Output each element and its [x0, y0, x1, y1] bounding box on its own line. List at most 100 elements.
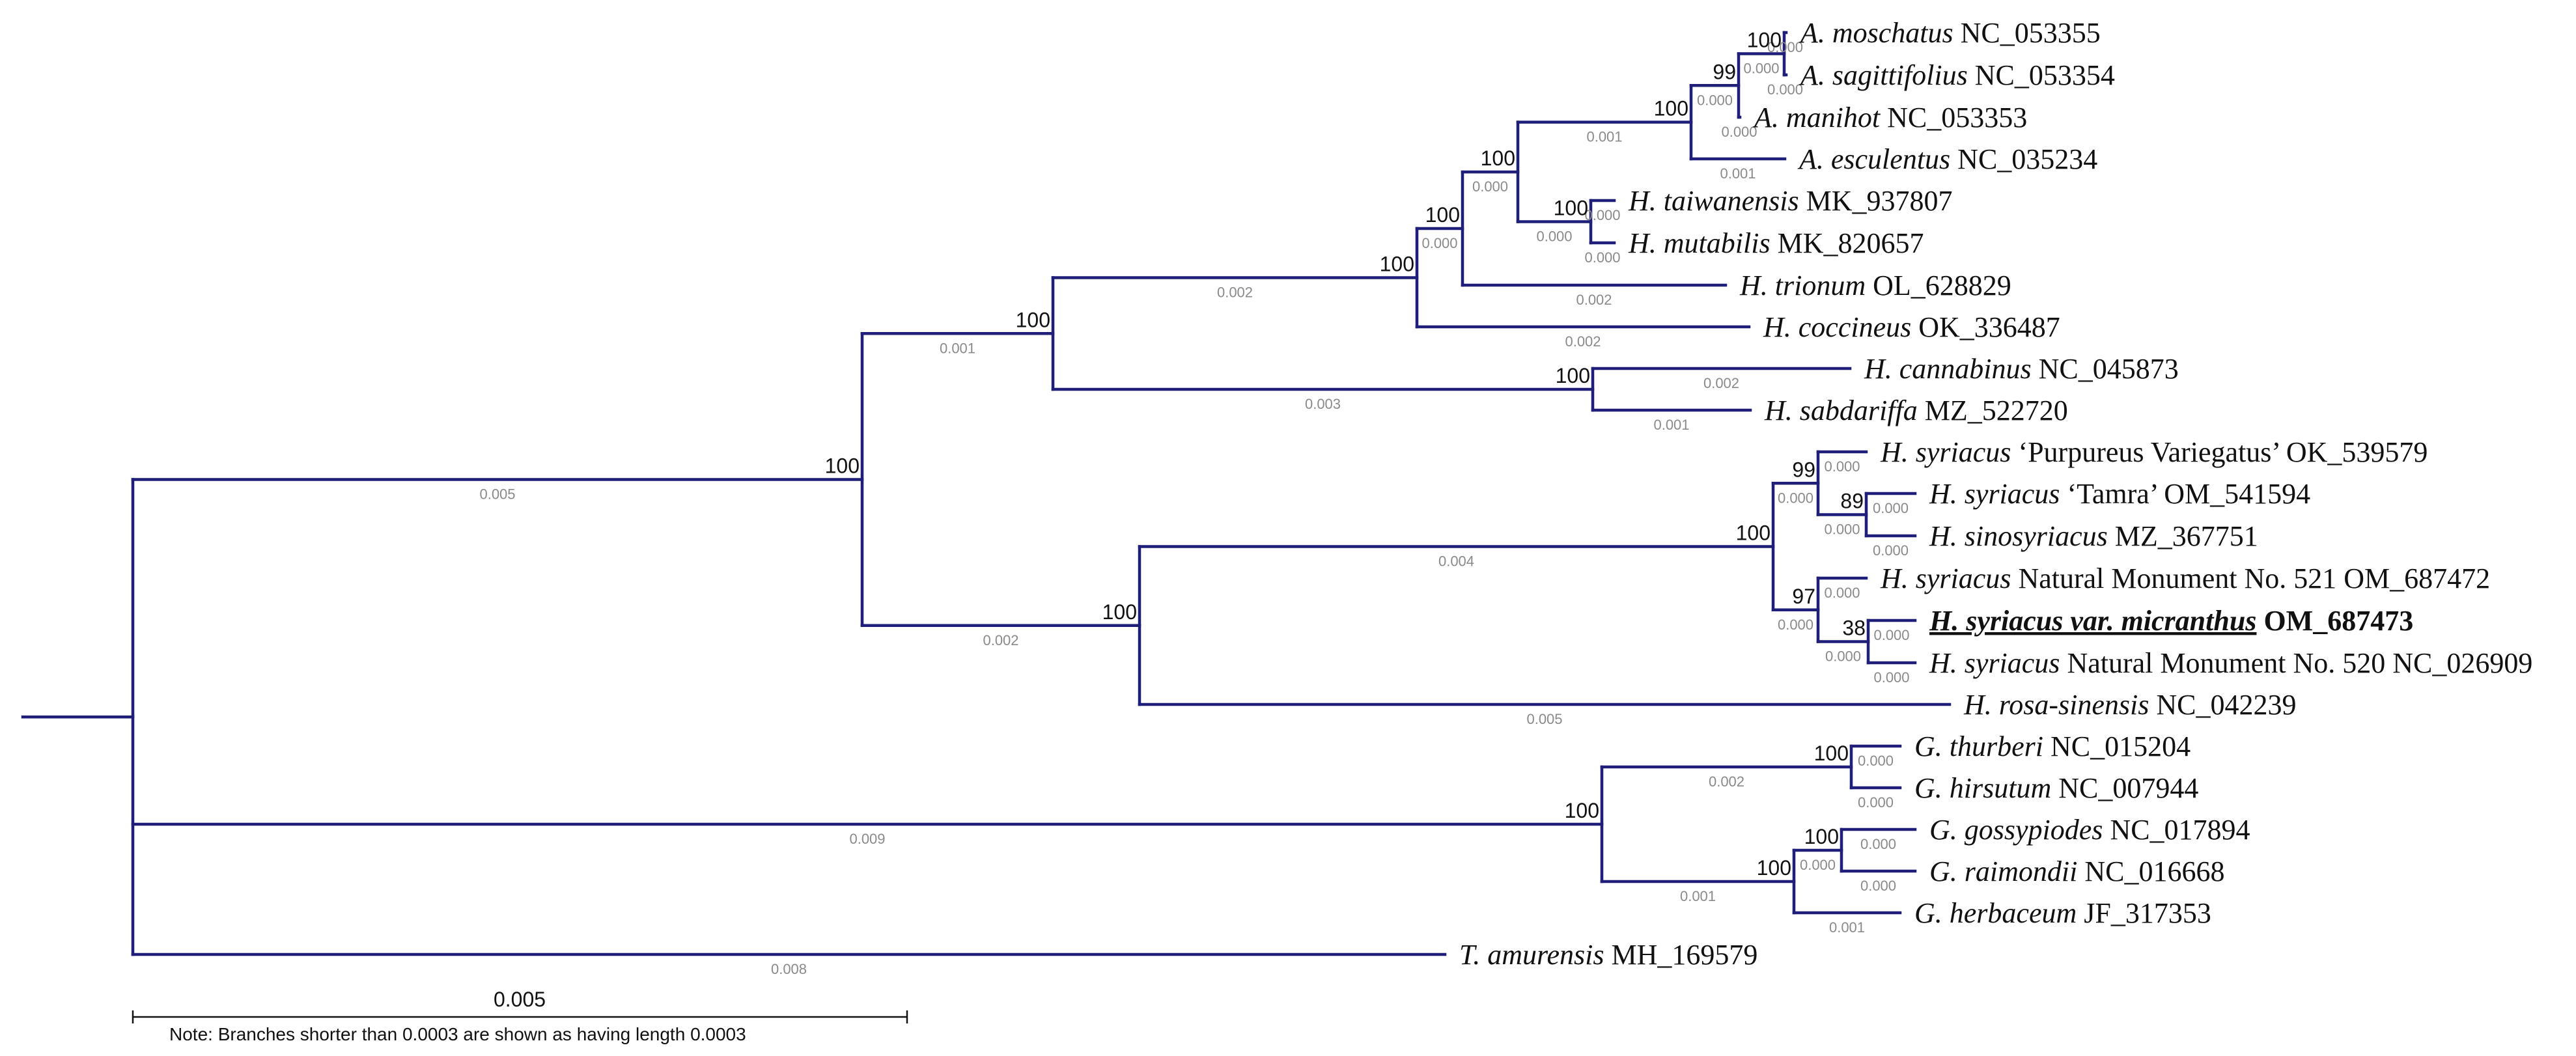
taxon-species: H. sinosyriacus — [1929, 520, 2108, 552]
support-value-n2: 99 — [1713, 60, 1736, 83]
taxon-accession: Natural Monument No. 520 NC_026909 — [2060, 647, 2532, 679]
support-value-n12: 38 — [1842, 617, 1866, 640]
taxon-accession: OM_687473 — [2256, 605, 2413, 637]
branch-length-label-t11: 0.000 — [1824, 458, 1860, 475]
scale-bar: 0.005 Note: Branches shorter than 0.0003… — [132, 988, 908, 1044]
branch-length-label-n5: 0.000 — [1472, 178, 1508, 195]
taxon-accession: NC_042239 — [2149, 689, 2296, 721]
taxon-accession: MZ_522720 — [1918, 395, 2068, 426]
taxon-species: A. moschatus — [1799, 17, 1953, 49]
taxon-label-t8: H. coccineus OK_336487 — [1763, 311, 2060, 343]
taxon-labels: A. moschatus NC_053355 A. sagittifolius N… — [1459, 17, 2532, 971]
branch-length-label-t6: 0.000 — [1584, 249, 1620, 266]
tree-note: Note: Branches shorter than 0.0003 are s… — [169, 1024, 746, 1044]
branch-length-label-t16: 0.000 — [1873, 669, 1909, 686]
support-value-n4: 100 — [1554, 197, 1588, 220]
branch-length-label-t17: 0.005 — [1526, 711, 1562, 727]
taxon-accession: NC_017894 — [2103, 814, 2250, 846]
taxon-label-t17: H. rosa-sinensis NC_042239 — [1963, 689, 2297, 721]
branch-length-label-t20: 0.000 — [1860, 836, 1896, 852]
taxon-accession: NC_045873 — [2032, 353, 2179, 385]
branch-length-label-n12: 0.000 — [1825, 648, 1861, 665]
taxon-label-t23: T. amurensis MH_169579 — [1459, 939, 1757, 971]
taxon-species: H. syriacus — [1929, 478, 2060, 510]
branch-length-label-t4: 0.001 — [1720, 165, 1756, 182]
taxon-species: G. gossypiodes — [1929, 814, 2103, 846]
taxon-species: H. syriacus — [1880, 563, 2011, 594]
branch-length-label-n7: 0.002 — [1217, 285, 1253, 301]
taxon-accession: NC_016668 — [2077, 855, 2224, 887]
taxon-accession: NC_053355 — [1953, 17, 2101, 49]
branch-length-label-n4: 0.000 — [1536, 229, 1572, 245]
taxon-species: G. hirsutum — [1914, 772, 2051, 804]
branch-length-label-t18: 0.000 — [1858, 753, 1894, 769]
taxon-species: A. manihot — [1752, 102, 1881, 133]
taxon-species: A. sagittifolius — [1799, 59, 1968, 91]
taxon-accession: Natural Monument No. 521 OM_687472 — [2011, 563, 2490, 594]
branch-length-label-n15: 0.002 — [983, 632, 1018, 648]
taxon-species: H. coccineus — [1763, 311, 1911, 343]
taxon-label-t6: H. mutabilis MK_820657 — [1628, 227, 1924, 259]
branch-length-label-t9: 0.002 — [1703, 375, 1739, 391]
taxon-label-t10: H. sabdariffa MZ_522720 — [1764, 395, 2068, 426]
branch-length-label-t14: 0.000 — [1824, 585, 1860, 601]
taxon-species: H. syriacus — [1929, 647, 2060, 679]
taxon-label-t18: G. thurberi NC_015204 — [1914, 730, 2191, 762]
branch-length-label-t13: 0.000 — [1873, 542, 1909, 559]
taxon-accession: NC_053353 — [1880, 102, 2027, 133]
taxon-species: H. taiwanensis — [1628, 185, 1799, 217]
taxon-label-t5: H. taiwanensis MK_937807 — [1628, 185, 1952, 217]
taxon-label-t2: A. sagittifolius NC_053354 — [1799, 59, 2115, 91]
branch-length-label-n10: 0.000 — [1824, 521, 1860, 538]
taxon-label-t13: H. sinosyriacus MZ_367751 — [1929, 520, 2258, 552]
taxon-label-t1: A. moschatus NC_053355 — [1799, 17, 2101, 49]
support-value-n3: 100 — [1654, 97, 1688, 120]
support-value-n11: 99 — [1792, 458, 1815, 481]
taxon-accession: NC_007944 — [2051, 772, 2198, 804]
taxon-species: A. esculentus — [1797, 143, 1950, 175]
taxon-accession: OL_628829 — [1866, 270, 2011, 301]
taxon-label-t9: H. cannabinus NC_045873 — [1864, 353, 2179, 385]
taxon-label-t20: G. gossypiodes NC_017894 — [1929, 814, 2250, 846]
taxon-accession: JF_317353 — [2077, 897, 2211, 929]
branch-length-label-t23: 0.008 — [771, 961, 807, 977]
support-value-n7: 100 — [1380, 253, 1414, 276]
taxon-accession: MK_937807 — [1799, 185, 1953, 217]
taxon-label-t16: H. syriacus Natural Monument No. 520 NC_… — [1929, 647, 2532, 679]
taxon-species: H. rosa-sinensis — [1963, 689, 2149, 721]
taxon-species: H. mutabilis — [1628, 227, 1771, 259]
taxon-species: T. amurensis — [1459, 939, 1604, 971]
branch-length-label-n8: 0.003 — [1305, 396, 1341, 412]
branch-length-label-n16: 0.005 — [479, 486, 515, 503]
taxon-species: H. sabdariffa — [1764, 395, 1918, 426]
taxon-label-t12: H. syriacus ‘Tamra’ OM_541594 — [1929, 478, 2310, 510]
branch-length-label-n18: 0.000 — [1800, 857, 1836, 873]
taxon-label-t22: G. herbaceum JF_317353 — [1914, 897, 2211, 929]
taxon-species: H. syriacus — [1880, 436, 2011, 468]
branch-length-label-n6: 0.000 — [1421, 235, 1457, 251]
branch-length-label-n2: 0.000 — [1697, 92, 1733, 108]
support-value-n13: 97 — [1792, 585, 1815, 608]
taxon-species: G. herbaceum — [1914, 897, 2077, 929]
taxon-species: G. thurberi — [1914, 730, 2043, 762]
support-value-n16: 100 — [825, 454, 860, 478]
support-value-n18: 100 — [1804, 825, 1839, 848]
taxon-label-t3: A. manihot NC_053353 — [1752, 102, 2027, 133]
branch-length-label-n13: 0.000 — [1778, 617, 1813, 633]
branch-length-label-n3: 0.001 — [1586, 129, 1622, 145]
taxon-accession: NC_053354 — [1968, 59, 2115, 91]
support-value-n10: 89 — [1840, 490, 1864, 513]
branch-length-label-t12: 0.000 — [1873, 500, 1909, 516]
taxon-accession: MH_169579 — [1604, 939, 1757, 971]
taxon-accession: NC_035234 — [1950, 143, 2097, 175]
taxon-accession: MK_820657 — [1771, 227, 1924, 259]
support-value-n14: 100 — [1736, 521, 1771, 545]
branch-length-label-t10: 0.001 — [1653, 417, 1689, 433]
support-value-n6: 100 — [1425, 203, 1460, 227]
branch-length-label-t21: 0.000 — [1860, 878, 1896, 894]
branch-length-label-n17: 0.002 — [1709, 773, 1744, 790]
support-value-n20: 100 — [1565, 799, 1599, 822]
taxon-species: H. cannabinus — [1864, 353, 2032, 385]
taxon-label-t7: H. trionum OL_628829 — [1739, 270, 2011, 301]
